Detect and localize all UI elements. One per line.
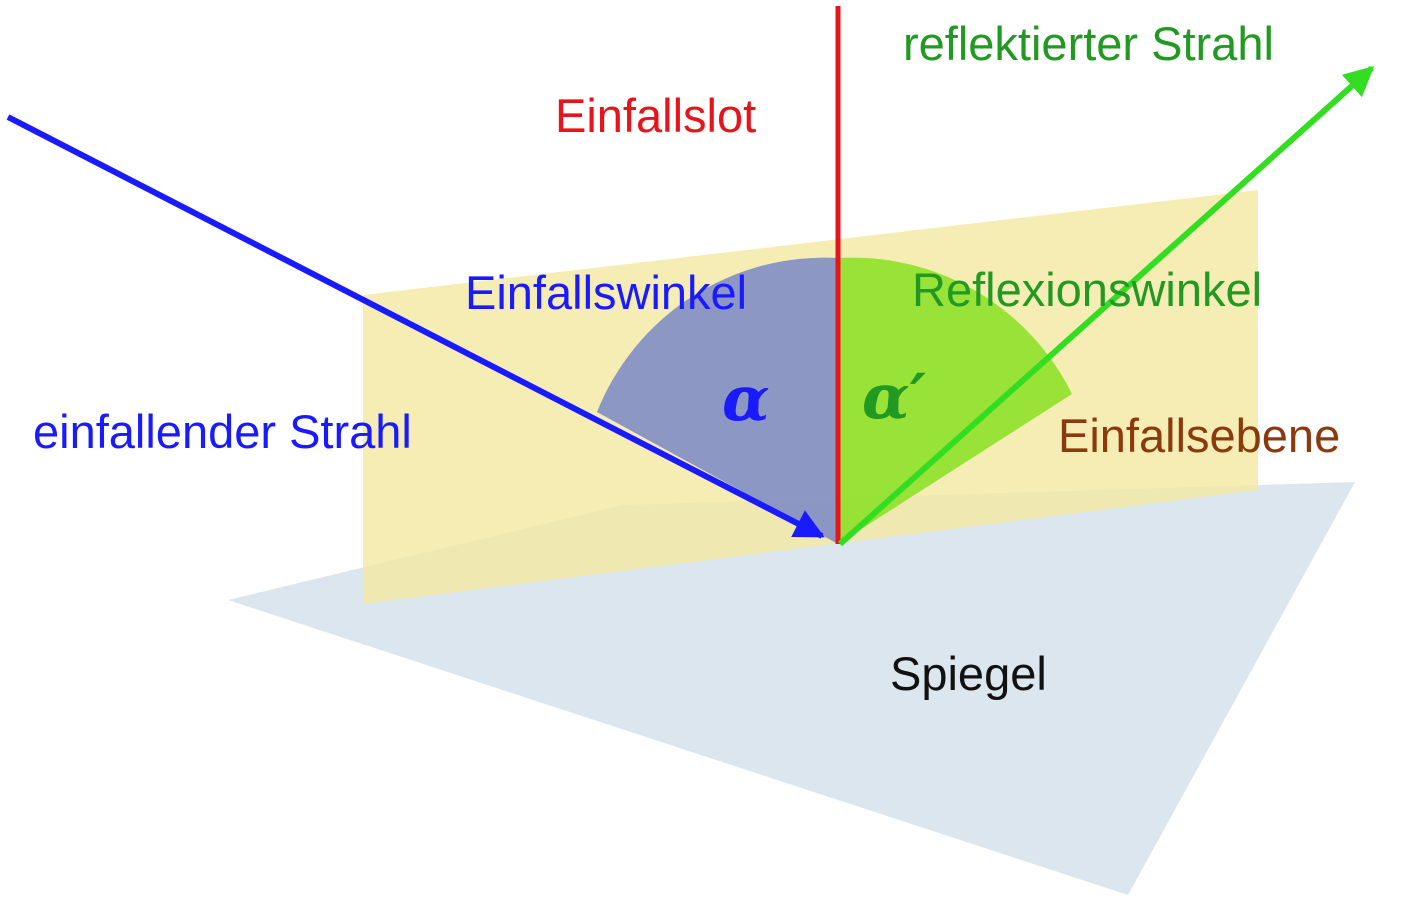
angle-of-reflection-label: Reflexionswinkel xyxy=(912,263,1262,316)
normal-label: Einfallslot xyxy=(555,89,756,142)
angle-of-incidence-label: Einfallswinkel xyxy=(465,266,747,319)
reflected-ray xyxy=(837,65,1375,547)
alpha-symbol: α xyxy=(722,362,770,435)
incident-ray-label: einfallender Strahl xyxy=(33,405,412,458)
plane-of-incidence-label: Einfallsebene xyxy=(1058,409,1340,462)
alpha-prime-symbol: α′ xyxy=(862,360,926,433)
incident-ray xyxy=(6,114,825,539)
angle-of-incidence-sector xyxy=(597,257,838,544)
reflected-ray-label: reflektierter Strahl xyxy=(903,17,1274,70)
mirror-label: Spiegel xyxy=(890,647,1047,700)
angle-of-reflection-sector xyxy=(838,257,1072,544)
